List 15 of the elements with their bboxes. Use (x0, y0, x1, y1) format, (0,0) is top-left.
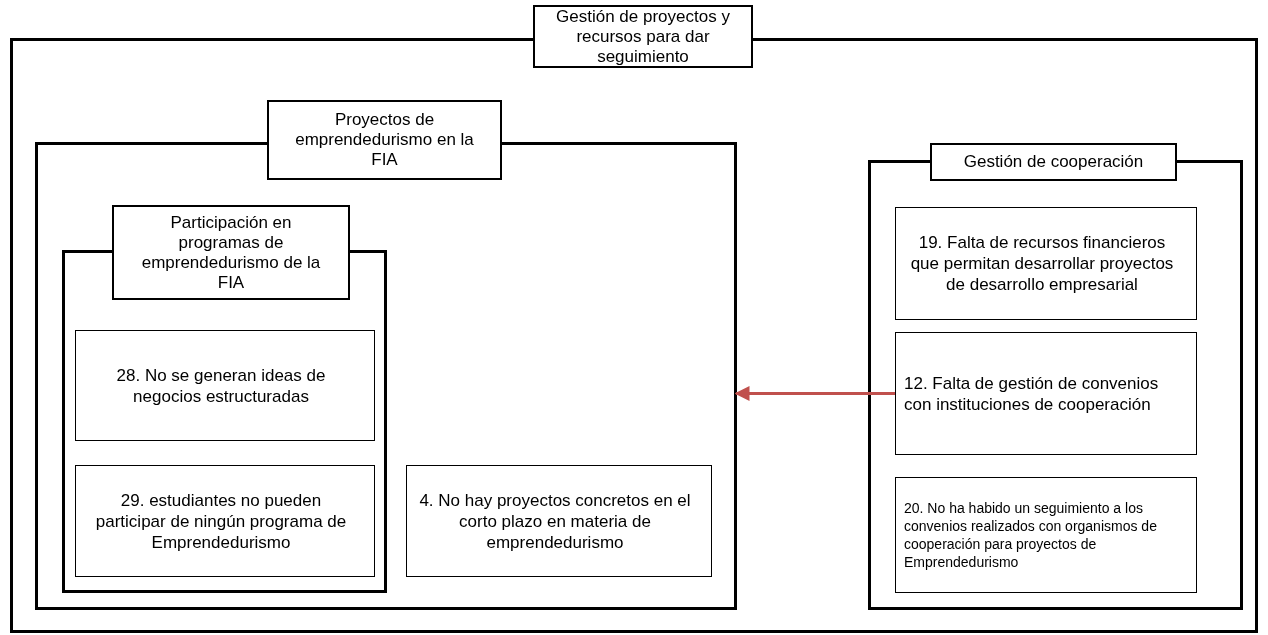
group-frame (62, 205, 387, 593)
group-frame (35, 100, 737, 610)
group-frame (10, 5, 1258, 633)
group-title: Gestión de cooperación (930, 143, 1177, 181)
group-frame (868, 143, 1243, 610)
group-title: Proyectos de emprendedurismo en la FIA (267, 100, 502, 180)
arrow (734, 386, 895, 401)
problem-box: 29. estudiantes no pueden participar de ningún programa de Emprendedurismo (75, 465, 375, 577)
group-title: Participación en programas de emprendedurismo de la FIA (112, 205, 350, 300)
problem-box: 20. No ha habido un seguimiento a los convenios realizados con organismos de cooperación para proyectos de Emprendedurismo (895, 477, 1197, 593)
problem-box: 12. Falta de gestión de convenios con instituciones de cooperación (895, 332, 1197, 455)
problem-box: 28. No se generan ideas de negocios estructuradas (75, 330, 375, 441)
group-title: Gestión de proyectos y recursos para dar seguimiento (533, 5, 753, 68)
problem-box: 4. No hay proyectos concretos en el corto plazo en materia de emprendedurismo (406, 465, 712, 577)
problem-box: 19. Falta de recursos financieros que permitan desarrollar proyectos de desarrollo empresarial (895, 207, 1197, 320)
